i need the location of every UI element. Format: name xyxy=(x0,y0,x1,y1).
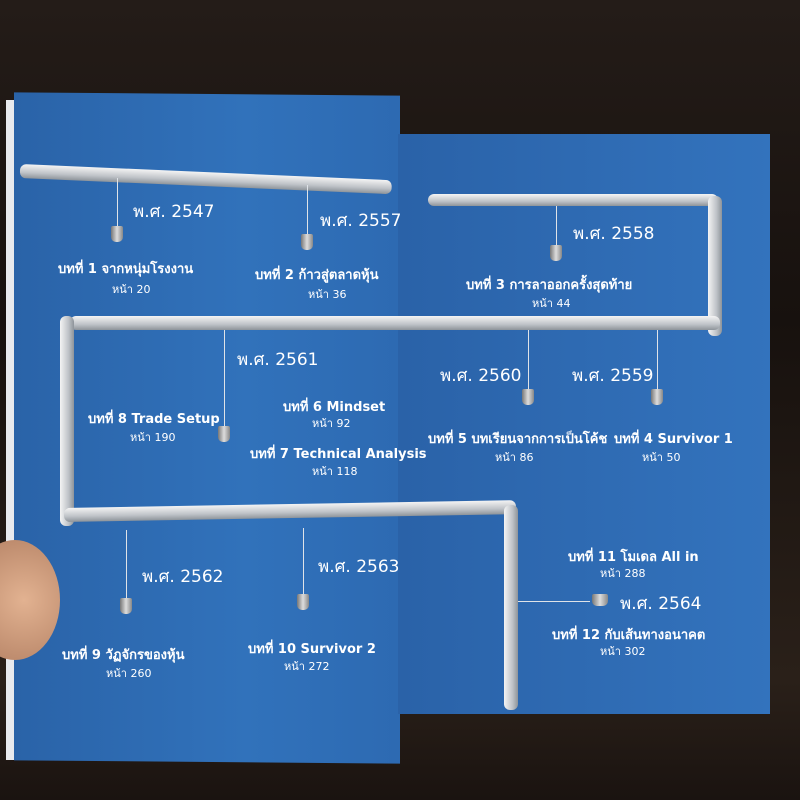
chapter-page: หน้า 288 xyxy=(600,567,646,580)
chapter-page: หน้า 302 xyxy=(600,645,646,658)
chapter-page: หน้า 36 xyxy=(308,288,347,301)
lamp-icon xyxy=(120,598,132,614)
chapter-page: หน้า 50 xyxy=(642,451,681,464)
year-label: พ.ศ. 2557 xyxy=(320,211,402,231)
lamp-icon xyxy=(522,389,534,405)
lamp-icon xyxy=(218,426,230,442)
chapter-page: หน้า 190 xyxy=(130,431,176,444)
chapter-page: หน้า 118 xyxy=(312,465,358,478)
wire xyxy=(307,185,308,235)
chapter-title: บทที่ 6 Mindset xyxy=(283,400,386,415)
pipe-middle xyxy=(70,316,720,330)
lamp-icon xyxy=(651,389,663,405)
pipe-right-vertical xyxy=(708,196,722,336)
wire xyxy=(303,528,304,596)
chapter-title: บทที่ 10 Survivor 2 xyxy=(248,642,376,657)
chapter-title: บทที่ 11 โมเดล All in xyxy=(568,550,699,565)
wire xyxy=(126,530,127,600)
year-label: พ.ศ. 2561 xyxy=(237,350,319,370)
chapter-title: บทที่ 1 จากหนุ่มโรงงาน xyxy=(58,262,194,277)
year-label: พ.ศ. 2564 xyxy=(620,594,702,614)
chapter-title: บทที่ 2 ก้าวสู่ตลาดหุ้น xyxy=(255,268,379,283)
chapter-title: บทที่ 7 Technical Analysis xyxy=(250,447,427,462)
year-label: พ.ศ. 2558 xyxy=(573,224,655,244)
chapter-page: หน้า 92 xyxy=(312,417,351,430)
year-label: พ.ศ. 2562 xyxy=(142,567,224,587)
chapter-title: บทที่ 9 วัฏจักรของหุ้น xyxy=(62,648,185,663)
wire xyxy=(528,330,529,390)
chapter-title: บทที่ 3 การลาออกครั้งสุดท้าย xyxy=(466,278,633,293)
chapter-page: หน้า 20 xyxy=(112,283,151,296)
year-label: พ.ศ. 2559 xyxy=(572,366,654,386)
lamp-icon xyxy=(111,226,123,242)
wire xyxy=(657,330,658,390)
wire xyxy=(117,178,118,228)
chapter-page: หน้า 272 xyxy=(284,660,330,673)
chapter-page: หน้า 260 xyxy=(106,667,152,680)
chapter-title: บทที่ 4 Survivor 1 xyxy=(614,432,733,447)
year-label: พ.ศ. 2560 xyxy=(440,366,522,386)
chapter-title: บทที่ 8 Trade Setup xyxy=(88,412,220,427)
lamp-icon xyxy=(592,594,608,606)
chapter-title: บทที่ 12 กับเส้นทางอนาคต xyxy=(552,628,706,643)
lamp-icon xyxy=(550,245,562,261)
year-label: พ.ศ. 2563 xyxy=(318,557,400,577)
lamp-icon xyxy=(301,234,313,250)
lamp-icon xyxy=(297,594,309,610)
wire xyxy=(518,601,590,602)
year-label: พ.ศ. 2547 xyxy=(133,202,215,222)
chapter-page: หน้า 44 xyxy=(532,297,571,310)
chapter-title: บทที่ 5 บทเรียนจากการเป็นโค้ช xyxy=(428,432,608,447)
wire xyxy=(224,330,225,428)
wire xyxy=(556,206,557,246)
page-edges xyxy=(6,100,16,760)
pipe-top-right xyxy=(428,194,718,206)
pipe-left-vertical xyxy=(60,316,74,526)
pipe-bottom-vertical xyxy=(504,505,518,710)
chapter-page: หน้า 86 xyxy=(495,451,534,464)
